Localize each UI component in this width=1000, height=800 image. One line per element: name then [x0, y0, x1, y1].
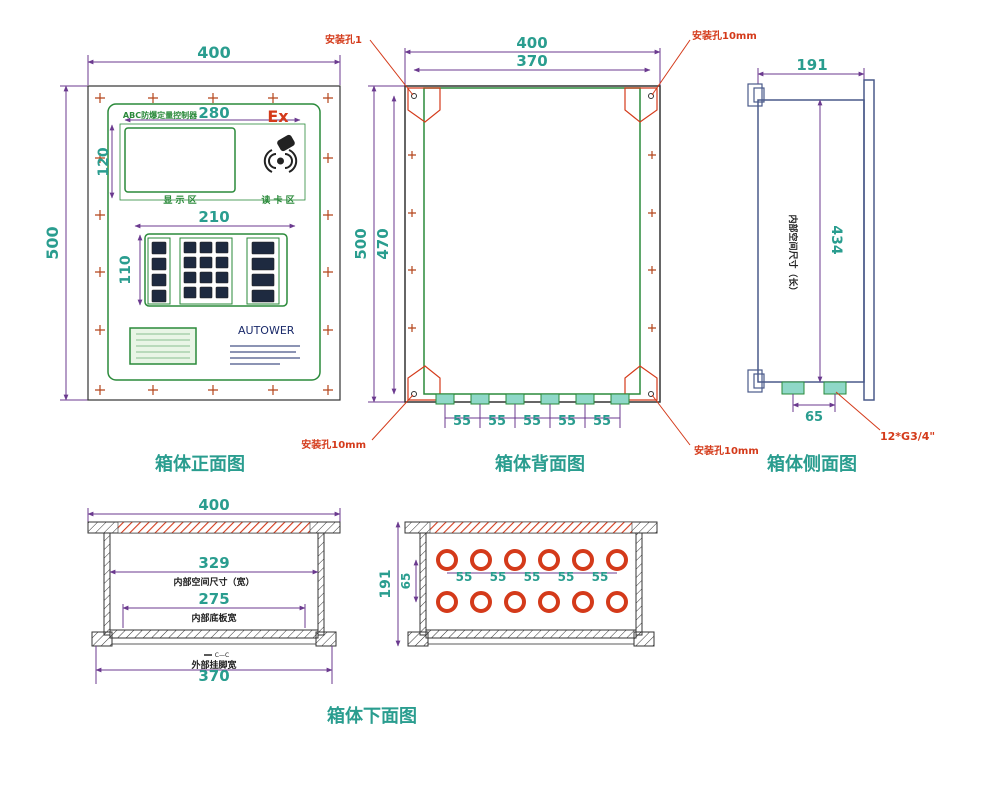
keypad-frame	[144, 233, 288, 307]
back-view: 400 370 500 470	[301, 29, 759, 475]
back-gland-spacing-1: 55	[453, 414, 471, 429]
mounting-brackets	[407, 87, 658, 401]
gland-view-col-spacing-2: 55	[490, 570, 507, 584]
back-gland-spacing-5: 55	[593, 414, 611, 429]
bottom-base-plate	[109, 629, 319, 639]
keypad-height-label: 110	[118, 255, 134, 284]
mounting-holes	[411, 93, 654, 397]
side-mounting-ears	[747, 83, 765, 393]
bottom-view: 400 329 内部空间尺寸（宽） 275 内部底板宽 C—C 外部挂脚宽 37…	[87, 496, 417, 727]
front-caption: 箱体正面图	[155, 453, 245, 475]
front-width-label: 400	[197, 43, 230, 62]
gland-view-col-spacing-3: 55	[524, 570, 541, 584]
hole-label-top-left: 安装孔1	[325, 33, 362, 46]
bottom-right-foot	[315, 631, 337, 647]
side-gland-spacing-label: 65	[805, 410, 823, 425]
bottom-plate-width-label: 275	[198, 590, 229, 608]
side-inner-label: 内部空间尺寸（长）	[787, 214, 799, 295]
side-depth-label: 191	[796, 56, 827, 74]
back-outer-width-label: 400	[516, 34, 547, 52]
section-mark: C—C	[215, 652, 229, 659]
card-area-label: 读 卡 区	[261, 194, 294, 206]
back-gland-spacing-2: 55	[488, 414, 506, 429]
display-area-label: 显 示 区	[163, 195, 196, 206]
bottom-gland-view: 191 65 55 55 55 55 55	[378, 521, 658, 647]
front-display-height-label: 120	[96, 147, 112, 176]
keypad-keys	[151, 241, 275, 303]
gland-view-depth-label: 191	[378, 569, 394, 598]
card-reader-icon	[263, 134, 298, 173]
gland-view-row-spacing-label: 65	[399, 573, 413, 590]
front-height-label: 500	[43, 226, 62, 259]
front-panel-title: ABC防爆定量控制器	[123, 110, 198, 120]
bottom-inner-width-label: 329	[198, 554, 229, 572]
bottom-foot-width-label: 370	[198, 667, 229, 685]
back-gland-spacing-4: 55	[558, 414, 576, 429]
front-display-width-label: 280	[198, 104, 229, 122]
side-front-plate	[863, 79, 875, 401]
display-window	[124, 127, 236, 193]
bottom-left-wall	[103, 532, 111, 636]
side-box-body	[757, 99, 865, 383]
gland-view-col-spacing-1: 55	[456, 570, 473, 584]
side-view: 191 434 内部空间尺寸（长） 65 12*G3/4" 箱体侧面图	[747, 56, 935, 475]
side-caption: 箱体侧面图	[767, 453, 857, 475]
bottom-left-foot	[91, 631, 113, 647]
side-glands	[781, 381, 847, 395]
bottom-outer-width-label: 400	[198, 496, 229, 514]
hole-label-bottom-left: 安装孔10mm	[301, 438, 366, 451]
bottom-right-wall	[317, 532, 325, 636]
hole-label-bottom-right: 安装孔10mm	[694, 444, 759, 457]
bottom-inner-label: 内部空间尺寸（宽）	[173, 576, 254, 588]
gland-holes	[436, 549, 628, 613]
gland-spec-label: 12*G3/4"	[880, 430, 935, 443]
back-caption: 箱体背面图	[495, 453, 585, 475]
side-inner-height-label: 434	[828, 225, 844, 254]
keypad-width-label: 210	[198, 208, 229, 226]
back-bolts	[408, 151, 656, 332]
front-inner-box	[107, 103, 321, 381]
gland-view-col-spacing-5: 55	[592, 570, 609, 584]
ex-mark: Ex	[267, 107, 289, 126]
back-gland-spacing-3: 55	[523, 414, 541, 429]
front-bolts	[95, 93, 333, 395]
back-inner-height-label: 470	[374, 228, 392, 259]
gland-view-col-spacing-4: 55	[558, 570, 575, 584]
bottom-plate-label: 内部底板宽	[191, 612, 236, 624]
back-inner-width-label: 370	[516, 52, 547, 70]
hole-label-top-right: 安装孔10mm	[692, 29, 757, 42]
front-outer-plate	[87, 85, 341, 401]
front-view: 400 500	[43, 43, 341, 475]
brand-label: AUTOWER	[238, 324, 295, 337]
bottom-caption: 箱体下面图	[327, 705, 417, 727]
back-outer-plate	[404, 85, 661, 403]
back-outer-height-label: 500	[352, 228, 370, 259]
back-inner-box	[423, 87, 641, 395]
